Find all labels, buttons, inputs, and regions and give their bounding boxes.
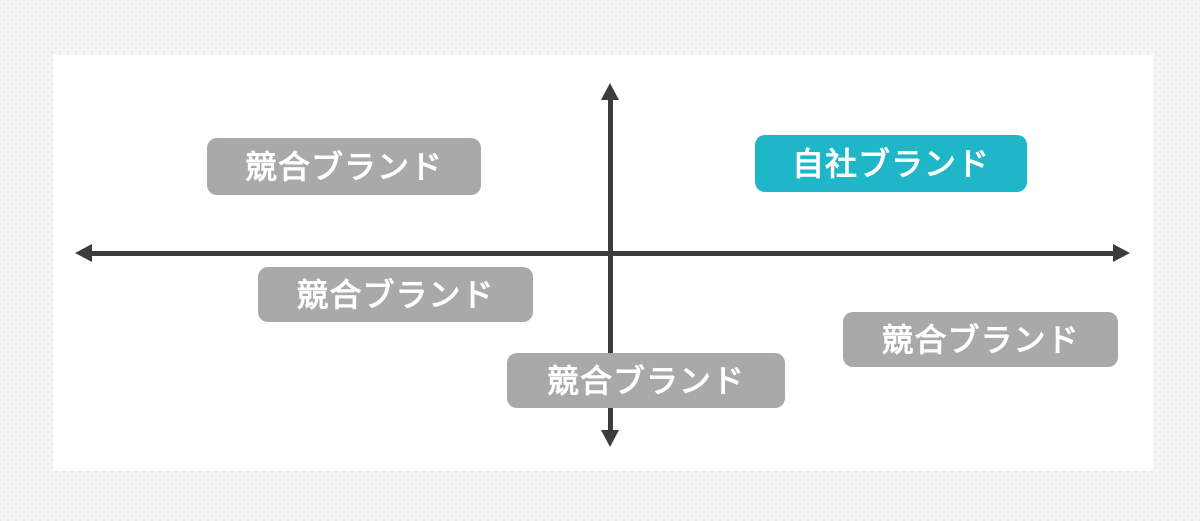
competitor-brand-label-middle-left: 競合ブランド (258, 267, 533, 322)
horizontal-axis-line (88, 251, 1116, 256)
axis-arrow-up-icon (601, 83, 619, 100)
own-brand-label: 自社ブランド (755, 135, 1027, 192)
axis-arrow-down-icon (601, 430, 619, 447)
diagram-canvas (53, 55, 1153, 471)
competitor-brand-label-top-left: 競合ブランド (207, 138, 481, 195)
vertical-axis-line (608, 96, 613, 432)
axis-arrow-right-icon (1113, 244, 1130, 262)
axis-arrow-left-icon (75, 244, 92, 262)
competitor-brand-label-right: 競合ブランド (843, 312, 1118, 367)
competitor-brand-label-bottom-center: 競合ブランド (507, 353, 785, 408)
